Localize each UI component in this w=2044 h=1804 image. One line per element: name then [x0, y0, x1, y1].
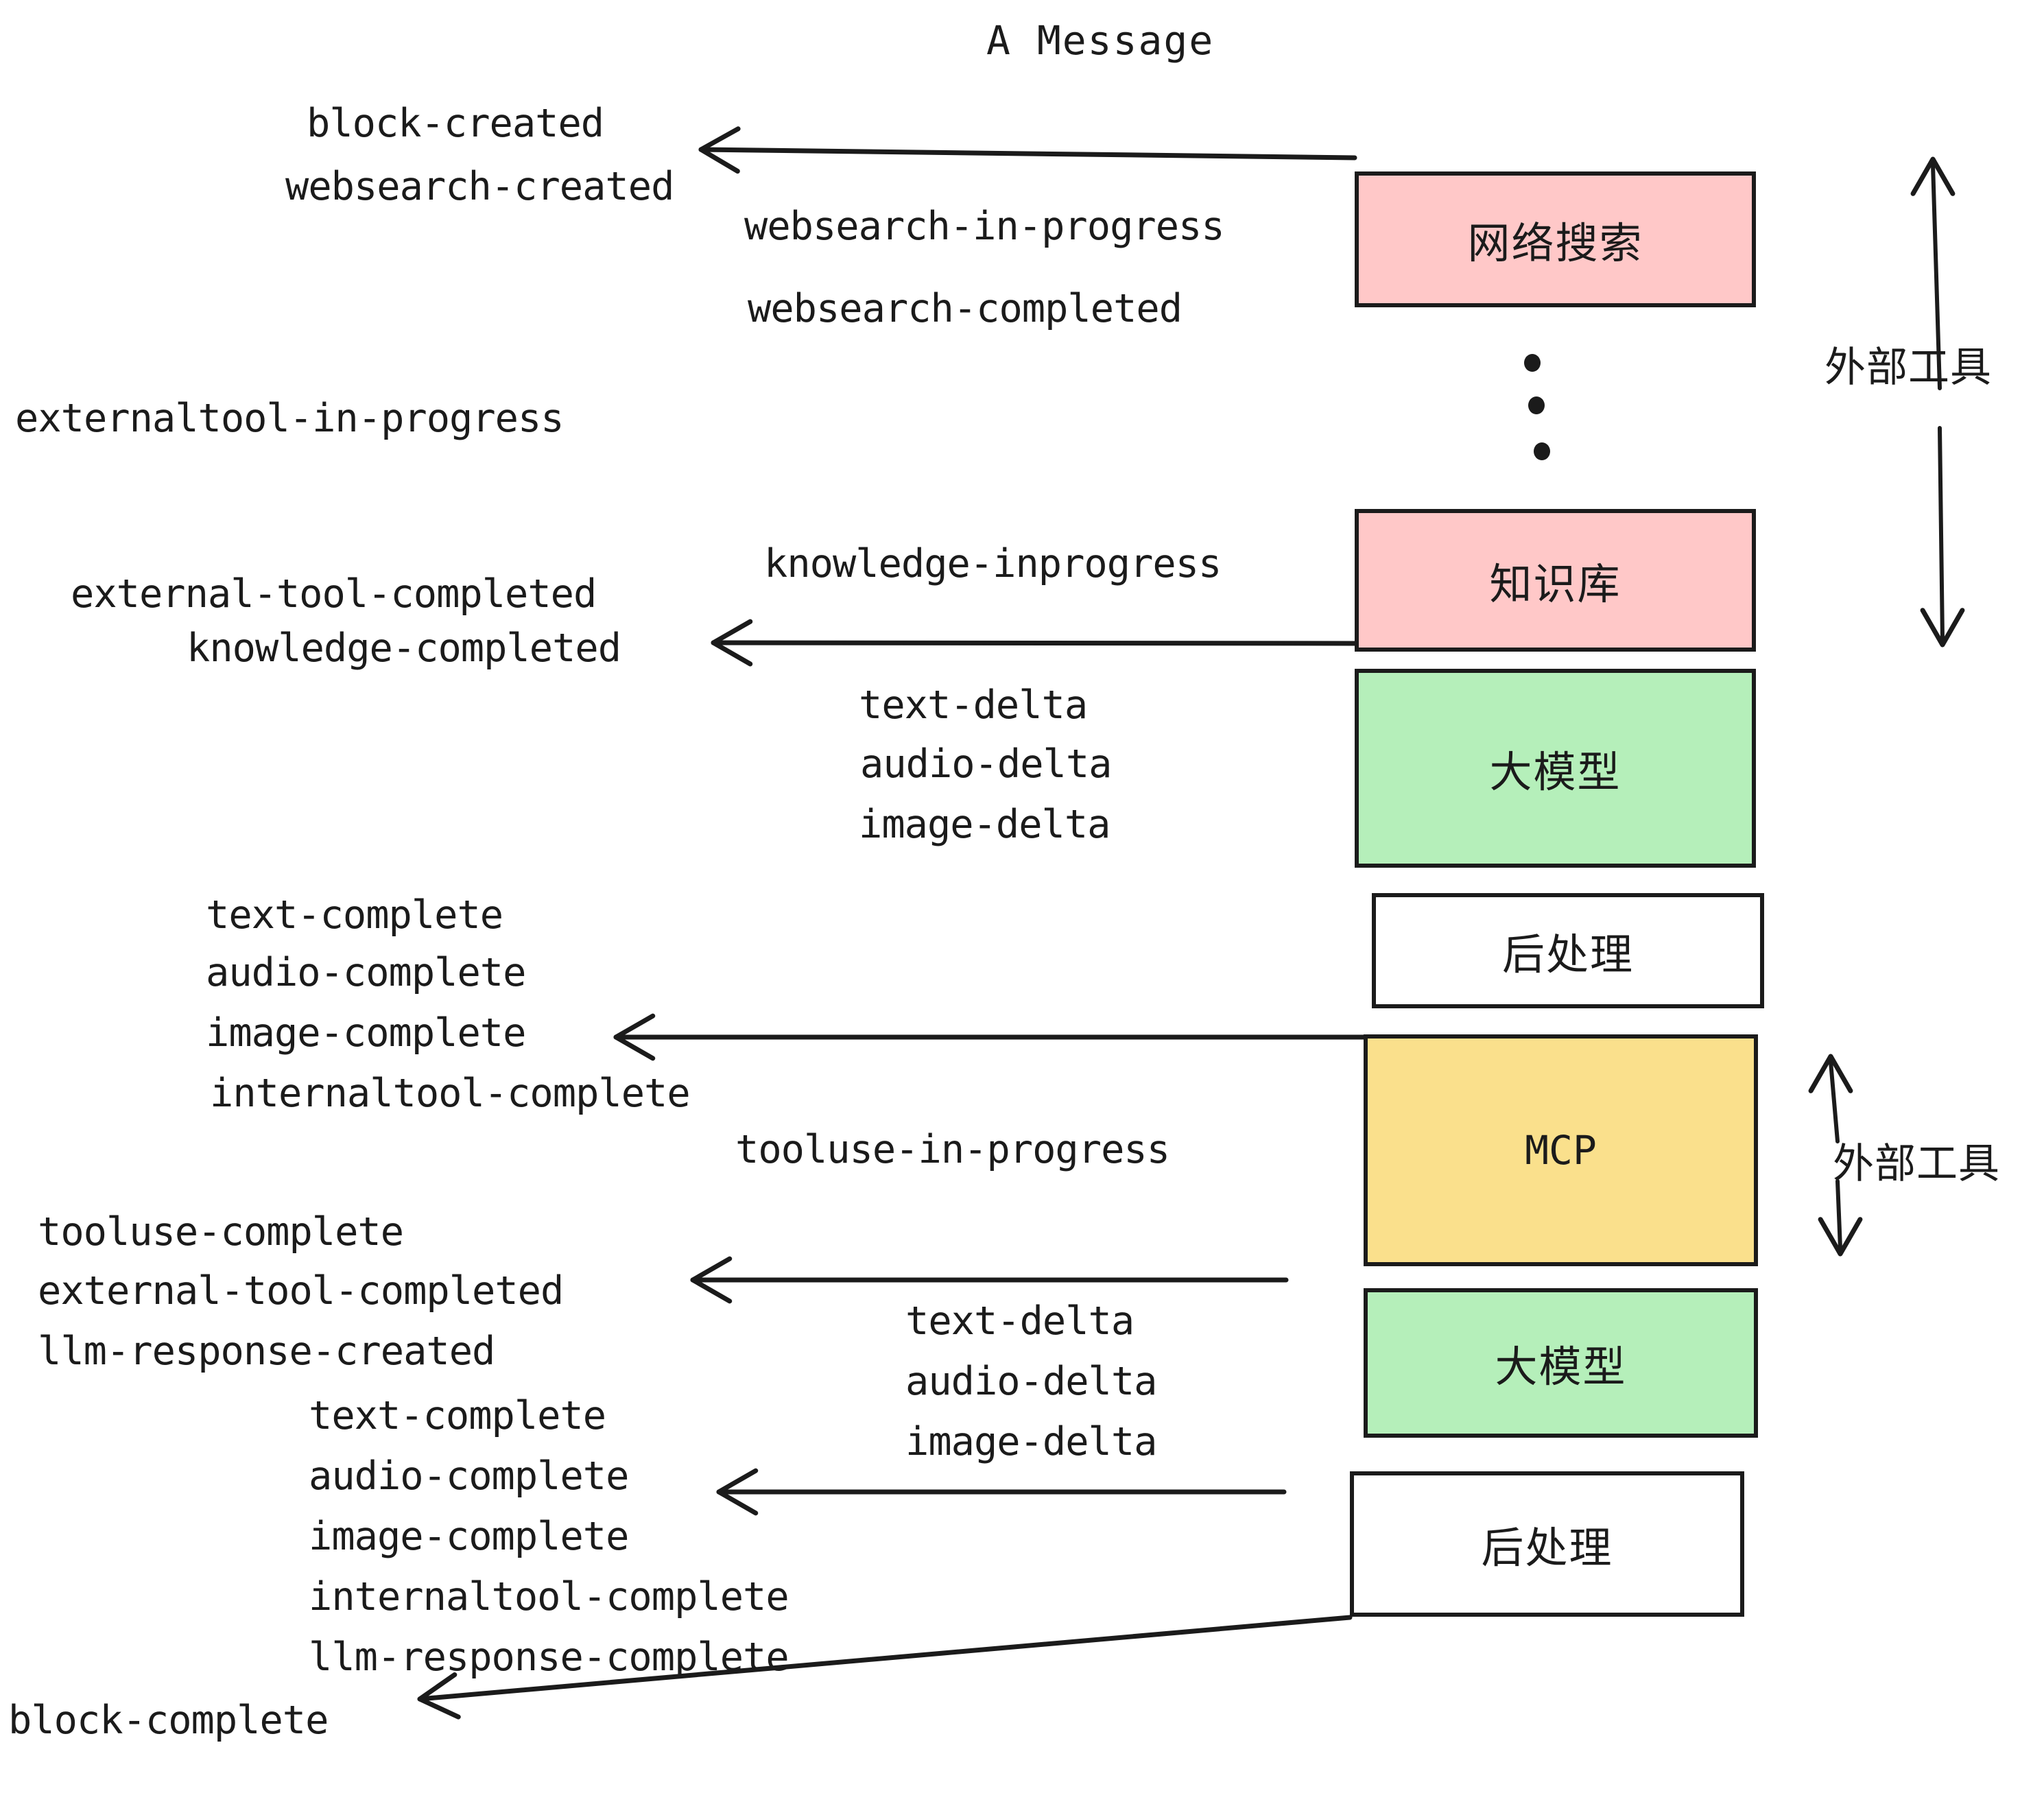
arrow-websearch-to-created-shaft [698, 147, 1357, 161]
event-label-llm-response-created: llm-response-created [38, 1329, 495, 1374]
event-label-audio-delta-2: audio-delta [905, 1359, 1157, 1404]
event-label-text-delta-2: text-delta [905, 1298, 1134, 1344]
event-label-text-delta-1: text-delta [859, 683, 1088, 728]
scope-label-external-tools-top: 外部工具 [1825, 344, 1992, 392]
event-label-audio-complete-2: audio-complete [309, 1453, 629, 1499]
event-label-internaltool-complete-1: internaltool-complete [210, 1071, 691, 1116]
page-title: A Message [986, 17, 1215, 64]
arrow-mcp-to-image-complete-head [613, 1013, 656, 1061]
external-tools-scope-bottom-down-head [1818, 1217, 1863, 1257]
event-label-llm-response-complete: llm-response-complete [309, 1635, 789, 1680]
external-tools-scope-bottom-up-head [1808, 1054, 1853, 1093]
event-label-block-created: block-created [307, 101, 604, 146]
ellipsis-dot-2 [1528, 396, 1545, 414]
event-label-image-complete-1: image-complete [206, 1010, 526, 1056]
node-label: 大模型 [1495, 1342, 1627, 1392]
node-websearch: 网络搜索 [1355, 171, 1756, 307]
event-label-text-complete-2: text-complete [309, 1393, 606, 1438]
node-llm-2: 大模型 [1364, 1288, 1758, 1438]
event-label-external-tool-completed-1: external-tool-completed [71, 571, 597, 617]
node-label: 后处理 [1481, 1523, 1613, 1573]
event-label-image-complete-2: image-complete [309, 1514, 629, 1559]
event-label-image-delta-2: image-delta [905, 1419, 1157, 1464]
node-label: 知识库 [1489, 559, 1621, 609]
external-tools-scope-top-down-shaft [1938, 426, 1945, 641]
event-label-tooluse-in-progress: tooluse-in-progress [735, 1127, 1170, 1172]
event-label-tooluse-complete: tooluse-complete [38, 1209, 404, 1255]
event-label-audio-complete-1: audio-complete [206, 950, 526, 995]
event-label-internaltool-complete-2: internaltool-complete [309, 1574, 789, 1619]
arrow-post2-to-block-complete-head [417, 1672, 461, 1720]
arrow-llm2-to-tooluse-head [690, 1256, 733, 1304]
event-label-text-complete-1: text-complete [206, 892, 503, 938]
event-label-image-delta-1: image-delta [859, 802, 1110, 847]
event-label-knowledge-completed: knowledge-completed [187, 626, 621, 671]
arrow-llm1-to-knowledge-done-head [711, 619, 753, 667]
node-mcp: MCP [1364, 1034, 1758, 1266]
external-tools-scope-top-up-head [1910, 156, 1956, 196]
event-label-block-complete: block-complete [8, 1698, 329, 1743]
arrow-llm2-to-audio-complete-head [716, 1468, 759, 1516]
external-tools-scope-bottom-up-shaft [1829, 1060, 1840, 1143]
node-label: 大模型 [1489, 747, 1621, 797]
node-knowledge: 知识库 [1355, 509, 1756, 652]
ellipsis-dot-1 [1524, 354, 1541, 372]
node-post-processing-2: 后处理 [1350, 1471, 1744, 1617]
external-tools-scope-top-down-head [1920, 608, 1965, 648]
node-label: 网络搜索 [1467, 218, 1643, 268]
external-tools-scope-bottom-down-shaft [1835, 1179, 1842, 1250]
node-label: MCP [1525, 1127, 1597, 1174]
event-label-websearch-created: websearch-created [285, 164, 674, 209]
event-label-websearch-completed: websearch-completed [748, 286, 1183, 331]
event-label-websearch-in-progress: websearch-in-progress [744, 204, 1225, 249]
node-llm-1: 大模型 [1355, 669, 1756, 868]
scope-label-external-tools-bottom: 外部工具 [1833, 1140, 2000, 1188]
node-post-processing-1: 后处理 [1372, 893, 1764, 1008]
event-label-externaltool-in-progress: externaltool-in-progress [15, 396, 565, 441]
arrow-websearch-to-created-head [698, 126, 741, 174]
event-label-knowledge-inprogress: knowledge-inprogress [764, 541, 1222, 586]
event-label-audio-delta-1: audio-delta [860, 741, 1112, 787]
ellipsis-dot-3 [1534, 442, 1550, 460]
node-label: 后处理 [1501, 929, 1634, 980]
event-label-external-tool-completed-2: external-tool-completed [38, 1268, 564, 1314]
